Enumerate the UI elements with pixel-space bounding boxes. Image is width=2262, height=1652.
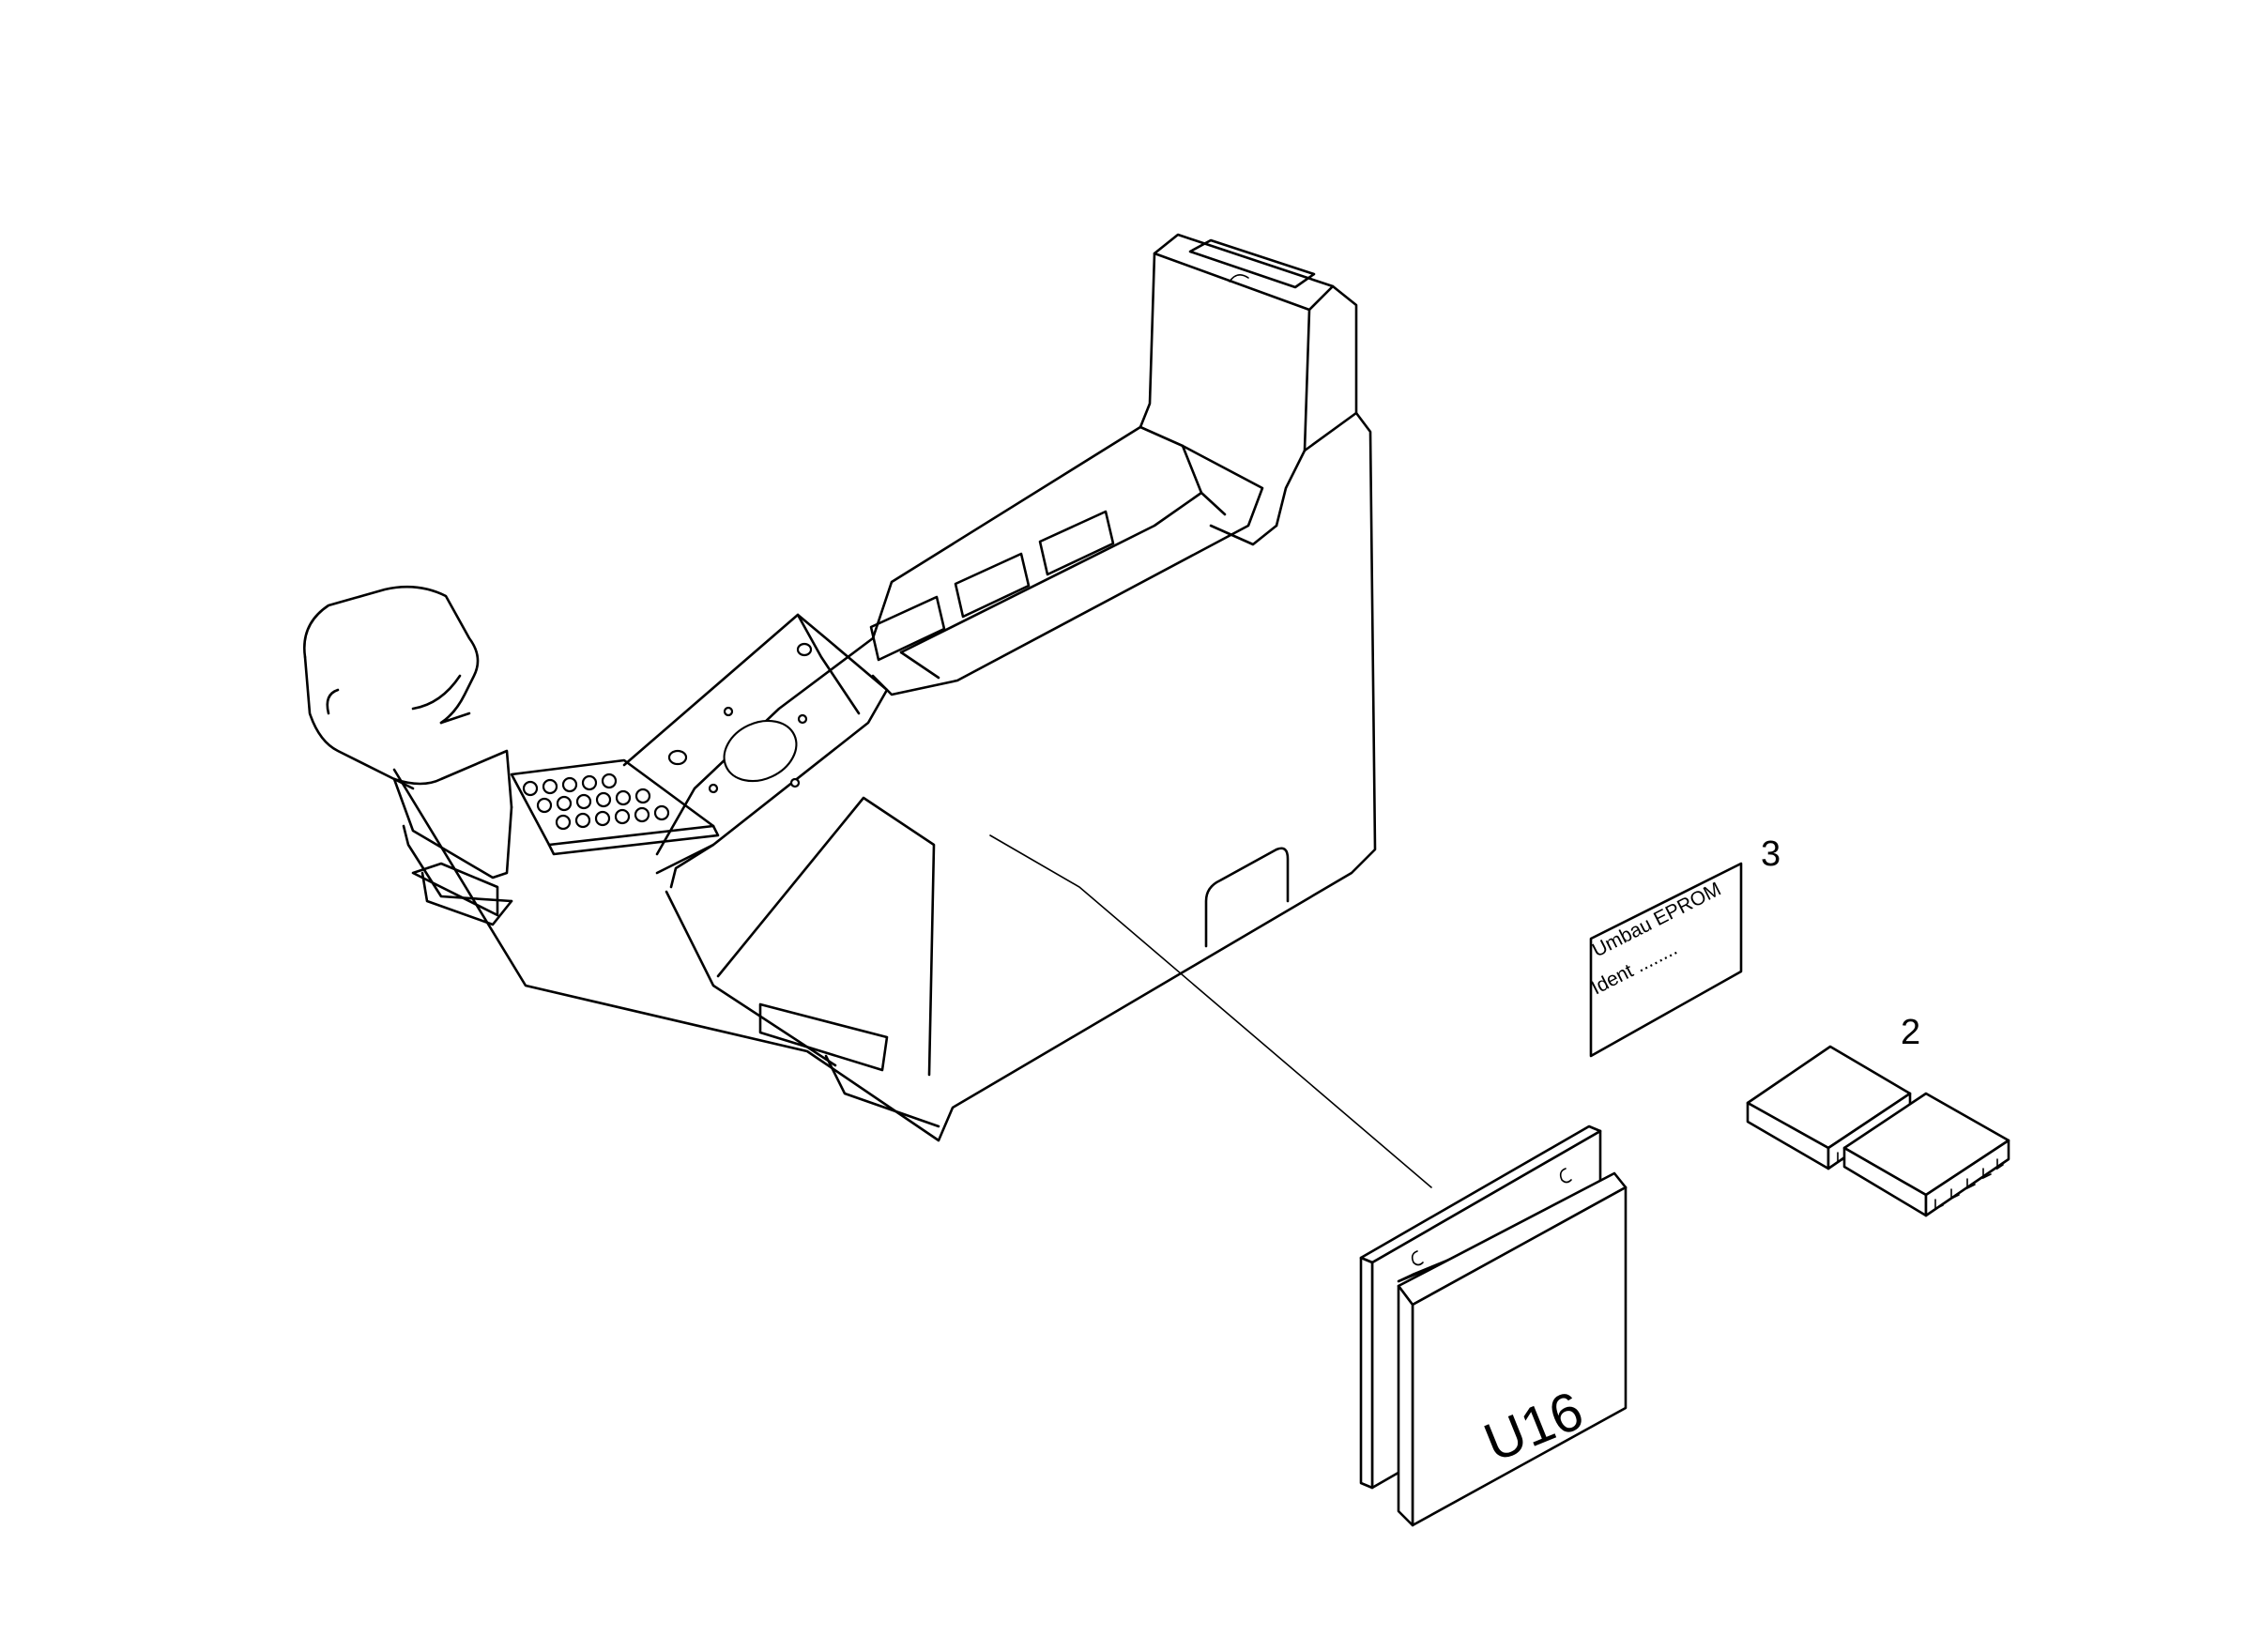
electronic-module-u16: U16: [1359, 1124, 1628, 1527]
callout-3: 3: [1761, 834, 1781, 874]
leader-line-u16: [989, 834, 1432, 1188]
callout-2: 2: [1901, 1013, 1920, 1052]
gauge-windows: [869, 510, 1115, 662]
armrest: [303, 585, 513, 926]
console-housing: [303, 233, 1432, 1188]
label-plate-item-3: Umbau EPROM Ident ........ 3: [1588, 834, 1781, 1058]
foot-plate: [510, 758, 720, 856]
connector-blocks-item-2: 2: [1746, 1013, 2010, 1217]
